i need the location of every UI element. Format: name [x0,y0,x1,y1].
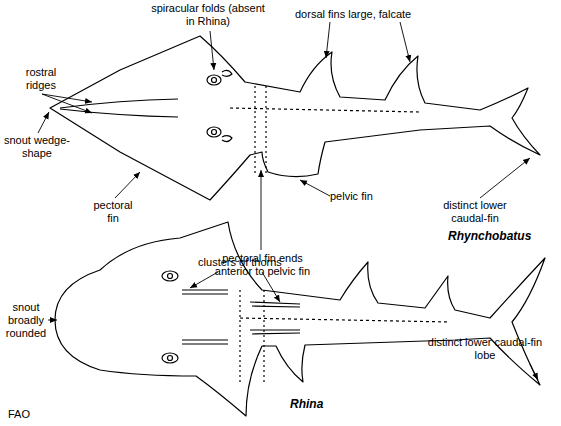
part-label: snout wedge-shape [2,134,72,160]
part-label: pectoral fin [88,199,138,225]
part-label: rostral ridges [14,66,68,92]
part-label: snout broadly rounded [2,301,50,340]
leader-lines [38,22,538,380]
genus-title: Rhynchobatus [448,230,548,243]
part-label: clusters of thorns [180,256,300,269]
part-label: distinct lower caudal-fin [430,199,520,225]
part-label: spiracular folds (absent in Rhina) [148,2,268,28]
source-mark: FAO [8,408,48,421]
part-label: pelvic fin [330,190,390,203]
part-label: dorsal fins large, falcate [295,8,455,21]
genus-title: Rhina [290,398,350,411]
part-label: distinct lower caudal-fin lobe [425,336,545,362]
